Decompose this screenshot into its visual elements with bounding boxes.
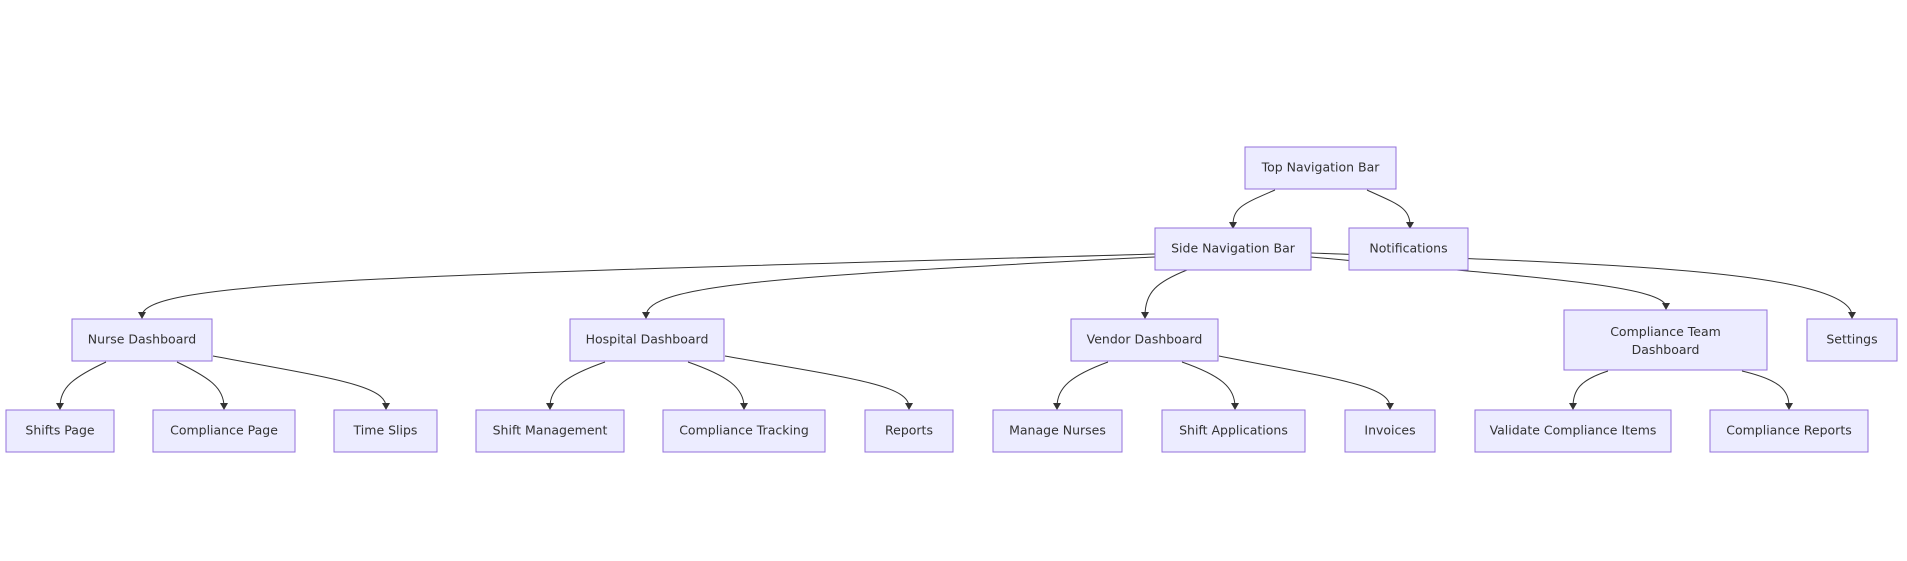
node-validate-compliance-items[interactable]: Validate Compliance Items — [1474, 409, 1672, 453]
node-settings[interactable]: Settings — [1806, 318, 1898, 362]
node-label: Validate Compliance Items — [1490, 423, 1657, 438]
arrowhead — [220, 403, 228, 410]
arrowhead — [1229, 222, 1237, 229]
node-label: Notifications — [1369, 241, 1447, 256]
node-compliance-reports[interactable]: Compliance Reports — [1709, 409, 1869, 453]
edge-hospital-dashboard-to-shift-management — [549, 361, 606, 408]
node-side-navigation-bar[interactable]: Side Navigation Bar — [1154, 227, 1312, 271]
edge-vendor-dashboard-to-invoices — [1218, 355, 1391, 408]
node-label: Vendor Dashboard — [1087, 332, 1203, 347]
node-label: Top Navigation Bar — [1261, 160, 1381, 175]
node-hospital-dashboard[interactable]: Hospital Dashboard — [569, 318, 725, 362]
node-shift-management[interactable]: Shift Management — [475, 409, 625, 453]
edges — [59, 189, 1853, 408]
arrowhead — [1785, 403, 1793, 410]
node-label: Reports — [885, 423, 933, 438]
edge-top-nav-to-side-nav — [1232, 189, 1276, 226]
node-nurse-dashboard[interactable]: Nurse Dashboard — [71, 318, 213, 362]
node-manage-nurses[interactable]: Manage Nurses — [992, 409, 1123, 453]
edge-nurse-dashboard-to-compliance-page — [176, 361, 225, 408]
node-label: Manage Nurses — [1009, 423, 1106, 438]
node-label: Time Slips — [353, 423, 418, 438]
node-label: Compliance Page — [170, 423, 278, 438]
edge-nurse-dashboard-to-time-slips — [212, 355, 387, 408]
edge-vendor-dashboard-to-shift-applications — [1181, 361, 1236, 408]
node-label: Hospital Dashboard — [586, 332, 709, 347]
node-notifications[interactable]: Notifications — [1348, 227, 1469, 271]
node-label: Compliance Reports — [1726, 423, 1852, 438]
arrowhead — [1662, 303, 1670, 310]
arrowhead — [1848, 312, 1856, 319]
arrowhead — [1053, 403, 1061, 410]
edge-compliance-team-to-validate-items — [1572, 370, 1609, 408]
node-compliance-tracking[interactable]: Compliance Tracking — [662, 409, 826, 453]
arrowhead — [1406, 222, 1414, 229]
arrowhead — [546, 403, 554, 410]
node-vendor-dashboard[interactable]: Vendor Dashboard — [1070, 318, 1219, 362]
arrowhead — [905, 403, 913, 410]
node-compliance-page[interactable]: Compliance Page — [152, 409, 296, 453]
node-label: Shift Management — [493, 423, 608, 438]
edge-compliance-team-to-compliance-reports — [1741, 370, 1790, 408]
arrowhead — [382, 403, 390, 410]
arrowhead — [1569, 403, 1577, 410]
edge-top-nav-to-notifications — [1366, 189, 1411, 226]
arrowhead — [1231, 403, 1239, 410]
edge-side-nav-to-vendor-dashboard — [1144, 269, 1188, 317]
arrowhead — [56, 403, 64, 410]
node-shift-applications[interactable]: Shift Applications — [1161, 409, 1306, 453]
node-time-slips[interactable]: Time Slips — [333, 409, 438, 453]
node-label: Nurse Dashboard — [88, 332, 196, 347]
node-shifts-page[interactable]: Shifts Page — [5, 409, 115, 453]
edge-side-nav-to-nurse-dashboard — [141, 253, 1156, 317]
edge-vendor-dashboard-to-manage-nurses — [1056, 361, 1109, 408]
node-invoices[interactable]: Invoices — [1344, 409, 1436, 453]
arrowhead — [1386, 403, 1394, 410]
node-label: Invoices — [1364, 423, 1415, 438]
node-top-navigation-bar[interactable]: Top Navigation Bar — [1244, 146, 1397, 190]
edge-hospital-dashboard-to-compliance-tracking — [687, 361, 745, 408]
edge-side-nav-to-hospital-dashboard — [645, 256, 1156, 317]
arrowheads — [56, 222, 1856, 410]
node-label: Compliance Tracking — [679, 423, 809, 438]
node-label: Shifts Page — [25, 423, 94, 438]
arrowhead — [740, 403, 748, 410]
edge-nurse-dashboard-to-shifts-page — [59, 361, 107, 408]
node-label: Shift Applications — [1179, 423, 1288, 438]
node-reports[interactable]: Reports — [864, 409, 954, 453]
arrowhead — [1141, 312, 1149, 319]
node-label-line: Dashboard — [1632, 342, 1700, 357]
arrowhead — [642, 312, 650, 319]
arrowhead — [138, 312, 146, 319]
node-label-line: Compliance Team — [1610, 324, 1721, 339]
node-label: Settings — [1826, 332, 1877, 347]
edge-hospital-dashboard-to-reports — [724, 355, 910, 408]
node-label: Side Navigation Bar — [1171, 241, 1296, 256]
